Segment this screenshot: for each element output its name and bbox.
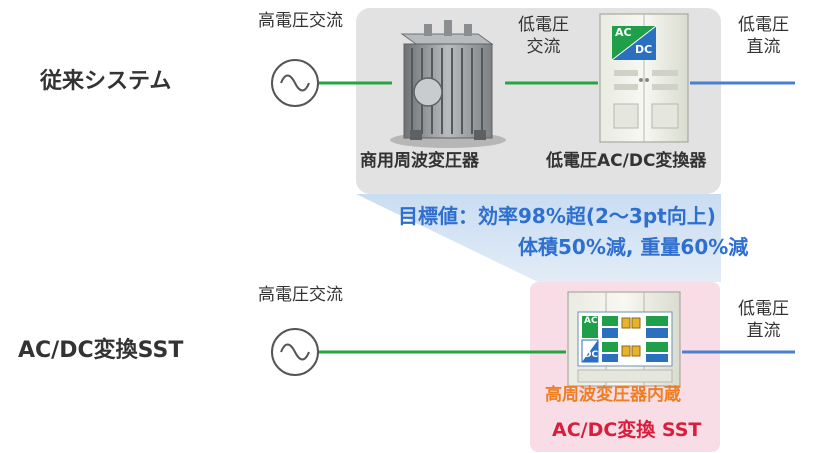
sst-caption: AC/DC変換 SST bbox=[552, 419, 702, 441]
transformer-caption: 商用周波変圧器 bbox=[360, 151, 479, 171]
ac-source-icon bbox=[271, 59, 319, 107]
target-line-2: 体積50%減, 重量60%減 bbox=[518, 235, 749, 259]
builtin-hf-transformer-note: 高周波変圧器内蔵 bbox=[545, 385, 681, 405]
sst-dc-tag: DC bbox=[584, 350, 599, 360]
commercial-frequency-transformer-icon bbox=[390, 20, 506, 148]
conventional-mid-label: 低電圧 交流 bbox=[518, 15, 569, 58]
cabinet-dc-tag: DC bbox=[635, 43, 653, 56]
lv-acdc-converter-cabinet-icon bbox=[599, 13, 689, 143]
improvement-target-zone bbox=[356, 194, 721, 282]
sst-input-label: 高電圧交流 bbox=[258, 285, 343, 305]
sst-system-label: AC/DC変換SST bbox=[18, 338, 184, 363]
sst-ac-tag: AC bbox=[584, 316, 598, 326]
target-line-1: 目標値：効率98%超(2～3pt向上) bbox=[398, 204, 716, 228]
cabinet-ac-tag: AC bbox=[615, 26, 632, 39]
sst-output-label: 低電圧 直流 bbox=[738, 299, 789, 342]
conventional-input-label: 高電圧交流 bbox=[258, 11, 343, 31]
converter-caption: 低電圧AC/DC変換器 bbox=[546, 151, 707, 171]
conventional-output-label: 低電圧 直流 bbox=[738, 15, 789, 58]
conventional-system-label: 従来システム bbox=[40, 69, 172, 94]
sst-cabinet-icon bbox=[567, 291, 681, 387]
ac-source-icon bbox=[271, 328, 319, 376]
